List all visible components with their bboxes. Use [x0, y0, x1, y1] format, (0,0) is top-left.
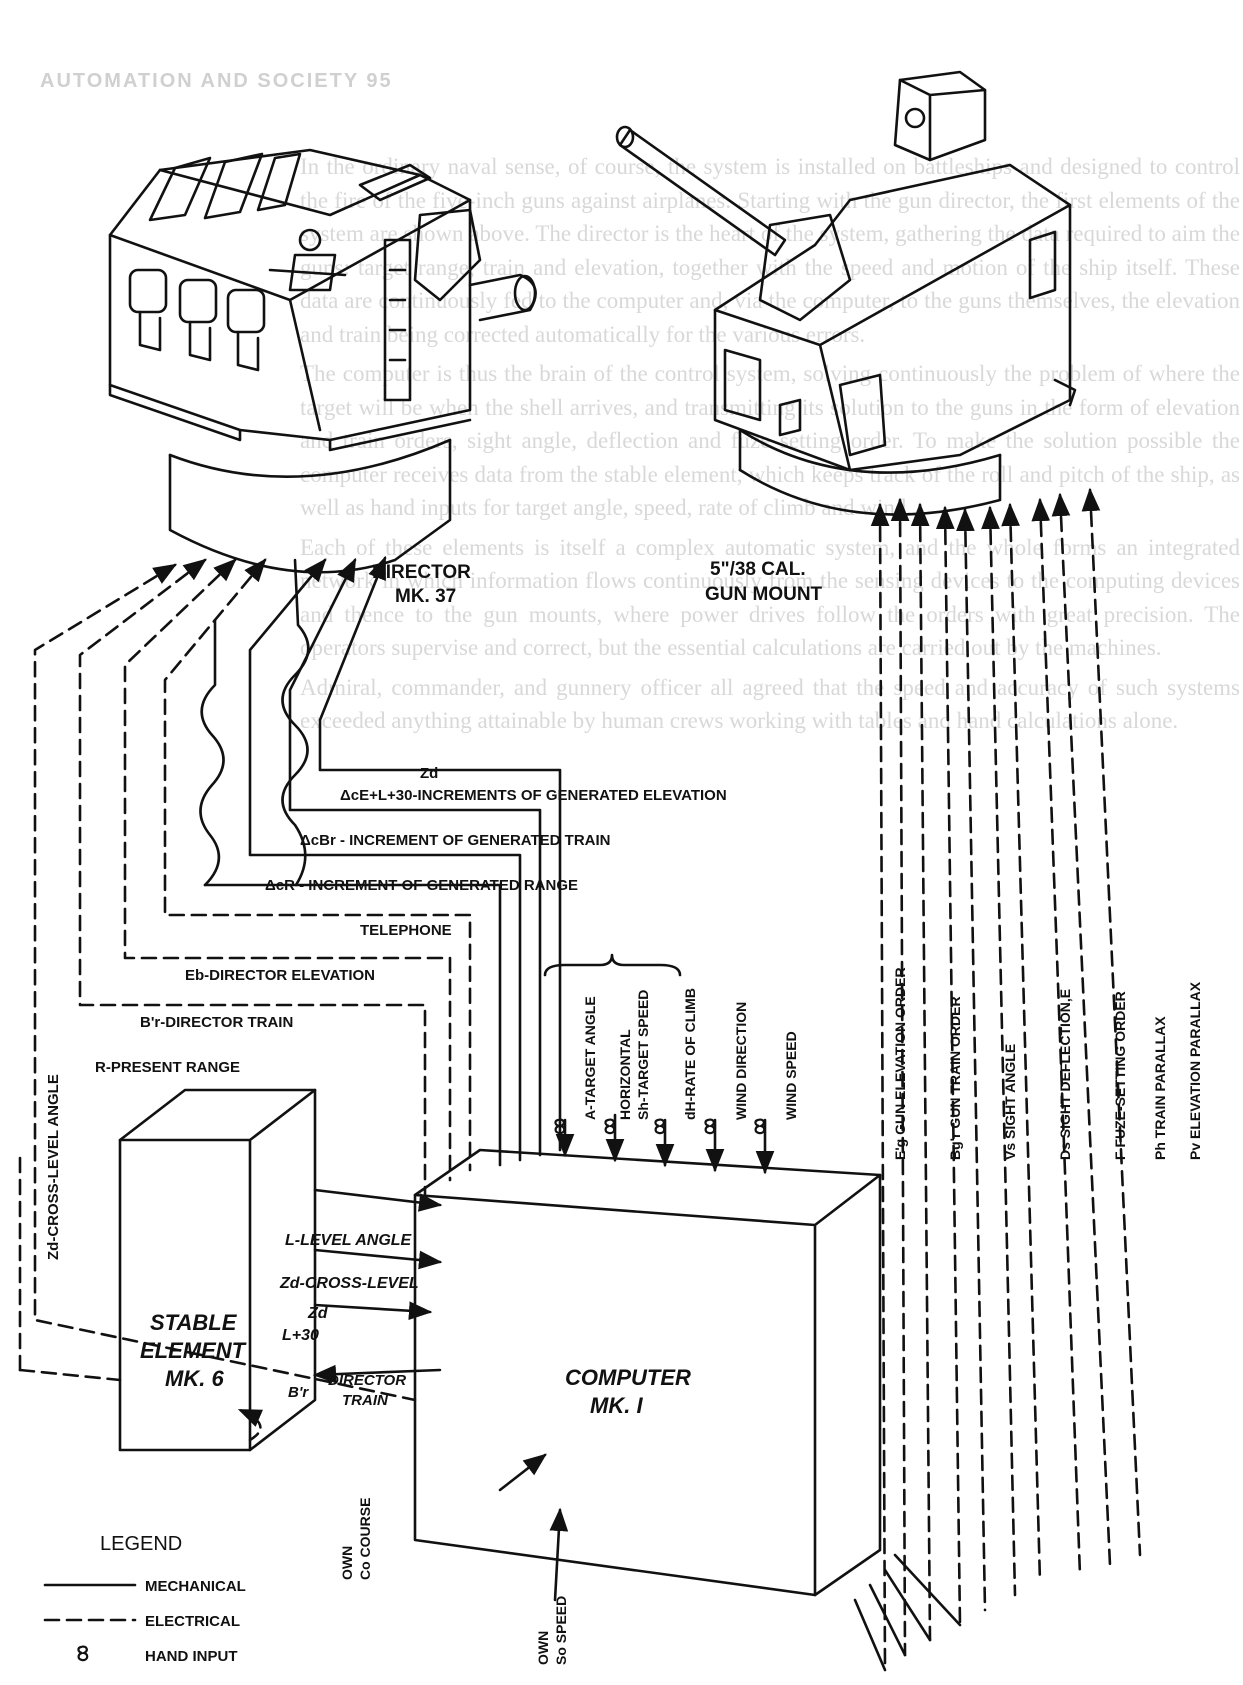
gun-order-lines [853, 487, 1142, 1672]
director-title: DIRECTOR [372, 562, 471, 583]
order-label: Ph TRAIN PARALLAX [1152, 1016, 1168, 1160]
background-header: AUTOMATION AND SOCIETY 95 [40, 70, 393, 92]
hand-input-label: A-TARGET ANGLE [582, 996, 598, 1120]
order-label: E'g GUN ELEVATION ORDER [892, 967, 908, 1160]
telephone-label: TELEPHONE [360, 922, 452, 939]
order-label: Pv ELEVATION PARALLAX [1187, 981, 1203, 1160]
stable-element-mark: MK. 6 [165, 1366, 224, 1391]
computer-mark: MK. I [590, 1393, 643, 1418]
director-train-output-label-1: DIRECTOR [328, 1372, 406, 1389]
own-course-label-2: Co COURSE [357, 1498, 373, 1580]
cross-level-label: Zd-CROSS-LEVEL [279, 1275, 419, 1292]
director-mk37-drawing [108, 148, 537, 574]
hand-input-label: WIND SPEED [783, 1031, 799, 1120]
director-mark: MK. 37 [395, 586, 456, 607]
level-angle-label: L-LEVEL ANGLE [285, 1232, 413, 1249]
stable-element-title-1: STABLE [150, 1310, 238, 1335]
cross-level-angle-label: Zd-CROSS-LEVEL ANGLE [45, 1074, 62, 1260]
train-increment-label: ΔcBr - INCREMENT OF GENERATED TRAIN [300, 832, 611, 849]
legend-electrical-label: ELECTRICAL [145, 1613, 240, 1630]
zd-output-label: Zd [307, 1305, 329, 1322]
stable-element-title-2: ELEMENT [140, 1338, 247, 1363]
order-label: Vs SIGHT ANGLE [1002, 1044, 1018, 1160]
stable-to-computer-lines [18, 1148, 443, 1384]
brace [543, 953, 682, 977]
hand-input-arrows [555, 1113, 775, 1175]
hand-input-label-2: Sh-TARGET SPEED [635, 990, 651, 1120]
order-label: F FUZE-SETTING ORDER [1112, 991, 1128, 1160]
order-label: Ds SIGHT DEFLECTION,E [1057, 989, 1073, 1160]
computer-box [413, 1148, 882, 1597]
background-paragraph: Each of these elements is itself a compl… [300, 534, 1240, 661]
gun-mount-drawing [615, 70, 1077, 516]
director-train-output-label-2: TRAIN [342, 1392, 389, 1409]
own-speed-label-2: So SPEED [553, 1596, 569, 1665]
own-inputs [498, 1453, 569, 1602]
gun-mount-subtitle: GUN MOUNT [705, 584, 823, 605]
director-signal-lines [33, 555, 562, 1402]
legend-title: LEGEND [100, 1533, 182, 1555]
own-speed-label-1: OWN [535, 1631, 551, 1665]
hand-input-label: HORIZONTAL [617, 1029, 633, 1120]
director-train-label: B'r-DIRECTOR TRAIN [140, 1014, 293, 1031]
zd-label: Zd [420, 765, 438, 782]
background-paragraph: Admiral, commander, and gunnery officer … [300, 674, 1240, 734]
elevation-increment-label: ΔcE+L+30-INCREMENTS OF GENERATED ELEVATI… [340, 787, 727, 804]
gun-mount-title: 5"/38 CAL. [710, 559, 806, 580]
legend-mechanical-label: MECHANICAL [145, 1578, 246, 1595]
director-elevation-label: Eb-DIRECTOR ELEVATION [185, 967, 375, 984]
present-range-label: R-PRESENT RANGE [95, 1059, 240, 1076]
background-paragraph: The computer is thus the brain of the co… [300, 361, 1240, 520]
legend-hand-input-label: HAND INPUT [145, 1648, 238, 1665]
computer-title: COMPUTER [565, 1365, 691, 1390]
stable-element-box [118, 1088, 317, 1452]
range-increment-label: ΔcR - INCREMENT OF GENERATED RANGE [265, 877, 578, 894]
hand-input-label: dH-RATE OF CLIMB [682, 988, 698, 1120]
br-output-label: B'r [288, 1384, 309, 1401]
l30-label: L+30 [282, 1327, 319, 1344]
order-label: Bg'r GUN TRAIN ORDER [947, 996, 963, 1160]
hand-input-label: WIND DIRECTION [733, 1002, 749, 1120]
own-course-label-1: OWN [339, 1546, 355, 1580]
legend-lines [43, 1583, 137, 1622]
